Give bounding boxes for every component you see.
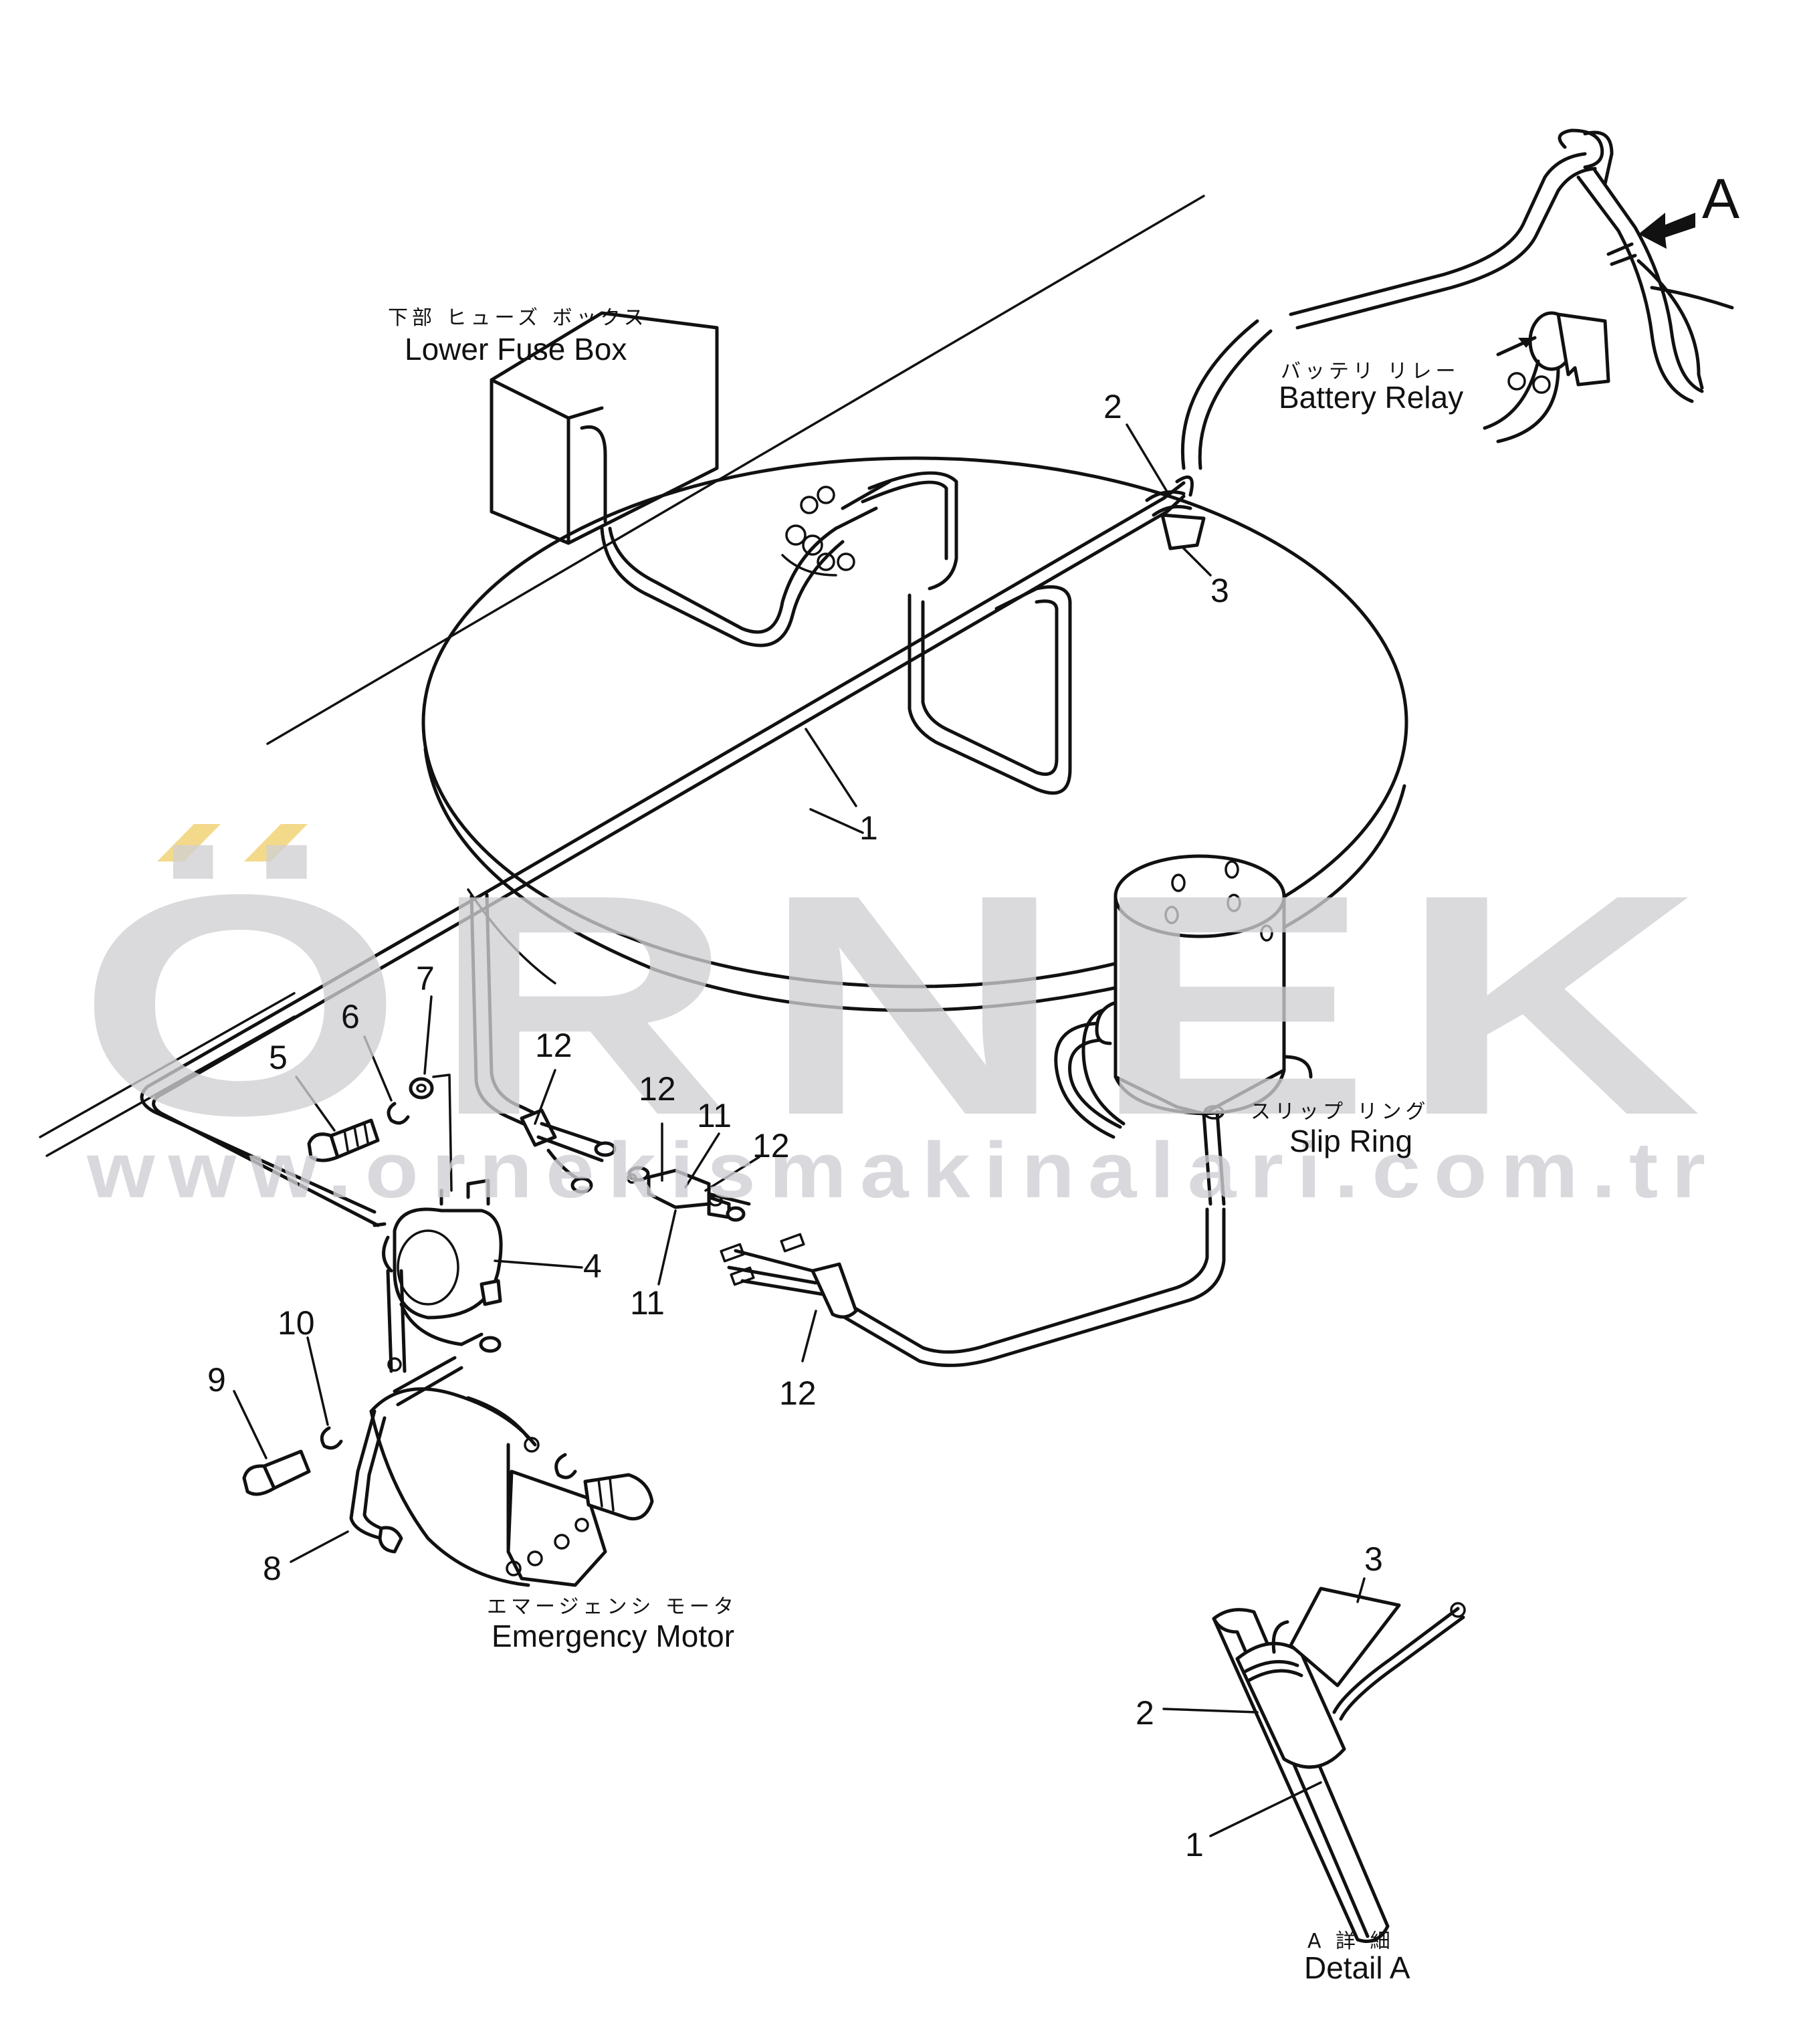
callout-12-left: 12	[535, 1027, 572, 1064]
callout-12-right: 12	[752, 1127, 790, 1164]
view-a-arrow: A	[1638, 167, 1739, 249]
main-harness	[140, 471, 1186, 1227]
callout-3: 3	[1210, 572, 1229, 609]
motor-relay	[373, 1179, 503, 1407]
emergency-motor-jp-label: エマージェンシ モータ	[487, 1595, 738, 1619]
detail-callout-1: 1	[1185, 1826, 1204, 1863]
slip-ring-jp-label: スリップ リング	[1251, 1100, 1430, 1124]
callout-12-middle: 12	[639, 1070, 676, 1108]
callout-numbers: 1 2 3 4 5 6 7 8 9 10 11 11 12 12 12 12 3…	[207, 388, 1383, 1863]
leader-lines	[233, 423, 1366, 1837]
view-a-label: A	[1702, 167, 1739, 230]
detail-a-label: Detail A	[1304, 1950, 1410, 1985]
callout-1: 1	[859, 809, 878, 847]
battery-relay-label: Battery Relay	[1279, 380, 1463, 415]
detail-callout-3: 3	[1364, 1540, 1383, 1578]
lower-fuse-box-label: Lower Fuse Box	[405, 332, 627, 367]
battery-relay-jp-label: バッテリ リレー	[1281, 360, 1460, 383]
callout-7: 7	[416, 960, 435, 997]
watermark-brand: ÖRNEK	[77, 829, 1729, 1181]
washer-6	[387, 1102, 410, 1125]
slip-ring	[1054, 854, 1313, 1139]
watermark-url: www.ornekismakinalari.com.tr	[86, 1126, 1719, 1215]
detail-callout-2: 2	[1136, 1694, 1154, 1732]
callout-10: 10	[278, 1304, 315, 1342]
watermark: ÖRNEK www.ornekismakinalari.com.tr	[77, 824, 1729, 1215]
watermark-accent-left	[157, 824, 221, 861]
emergency-motor	[349, 1387, 654, 1587]
callout-9: 9	[207, 1361, 226, 1399]
washer-7	[409, 1074, 453, 1192]
lower-fuse-box	[490, 311, 719, 545]
callout-12-bottom: 12	[779, 1374, 817, 1412]
slip-ring-label: Slip Ring	[1289, 1124, 1412, 1158]
detail-a	[1212, 1587, 1466, 1943]
lower-fuse-box-jp-label: 下部 ヒューズ ボックス	[388, 306, 648, 330]
text-labels: 下部 ヒューズ ボックス Lower Fuse Box バッテリ リレー Bat…	[388, 306, 1463, 1985]
callout-4: 4	[583, 1247, 602, 1285]
connectors	[520, 1108, 751, 1222]
callout-11-bottom: 11	[630, 1284, 665, 1322]
bolt-9	[242, 1449, 311, 1496]
washer-10	[320, 1426, 343, 1450]
turntable	[421, 456, 1408, 1012]
callout-8: 8	[263, 1550, 282, 1587]
emergency-motor-label: Emergency Motor	[492, 1619, 734, 1653]
detail-a-jp-label: A 詳 細	[1307, 1930, 1394, 1953]
watermark-accent-right	[244, 824, 308, 861]
harness-clamp	[1145, 475, 1206, 550]
lower-harness	[720, 1110, 1226, 1367]
callout-5: 5	[269, 1039, 288, 1076]
bolt-5	[307, 1118, 380, 1162]
battery-cable	[1180, 128, 1734, 470]
callout-6: 6	[341, 998, 360, 1035]
callout-2: 2	[1103, 388, 1122, 425]
callout-11-top: 11	[697, 1097, 732, 1134]
battery-relay	[1483, 311, 1610, 443]
